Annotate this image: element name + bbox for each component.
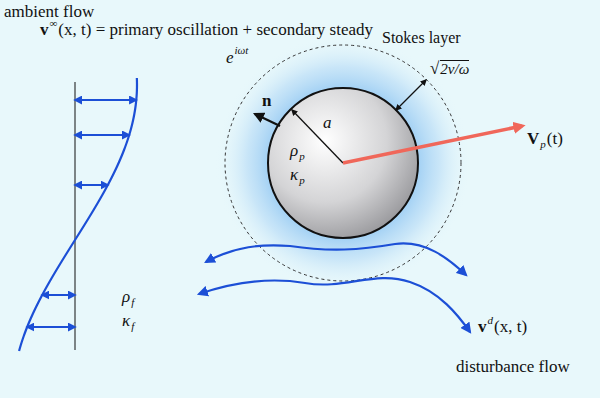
profile-arrow [75, 134, 129, 136]
profile-axis [75, 82, 76, 350]
profile-arrow [75, 99, 136, 101]
subscript: p [540, 138, 546, 150]
superscript: d [488, 314, 494, 326]
superscript: iωt [235, 44, 249, 56]
symbol: V [527, 130, 539, 149]
annotation: disturbance flow [456, 358, 570, 377]
profile-curve [19, 78, 137, 351]
profile-arrow [42, 294, 75, 296]
symbol: √ [430, 60, 439, 79]
symbol: e [226, 49, 234, 68]
thickness-arrow [396, 80, 426, 110]
symbol: κ [290, 166, 298, 185]
symbol: ρ [122, 288, 130, 307]
radius-arrow [292, 110, 343, 163]
symbol: a [323, 114, 332, 133]
symbol: n [262, 92, 271, 111]
profile-arrow [75, 184, 108, 186]
normal-arrow [255, 114, 280, 126]
symbol: v [478, 318, 487, 337]
formula: (x, t) = primary oscillation + secondary… [58, 21, 373, 40]
symbol: ρ [290, 142, 298, 161]
subscript: p [299, 174, 305, 186]
superscript: ∞ [50, 17, 58, 29]
symbol: (t) [547, 130, 563, 149]
streamline [206, 243, 466, 275]
velocity-arrow [343, 126, 522, 163]
heading: ambient flow [4, 3, 94, 22]
velocity-profile [19, 78, 137, 351]
symbol: v [40, 21, 49, 40]
subscript: f [131, 296, 134, 308]
profile-arrow [27, 326, 75, 328]
formula: (x, t) [494, 318, 527, 337]
subscript: p [299, 150, 305, 162]
annotation: Stokes layer [382, 29, 461, 47]
symbol: κ [122, 312, 130, 331]
streamline [199, 278, 470, 332]
formula: 2ν/ω [440, 60, 469, 78]
subscript: f [131, 320, 134, 332]
